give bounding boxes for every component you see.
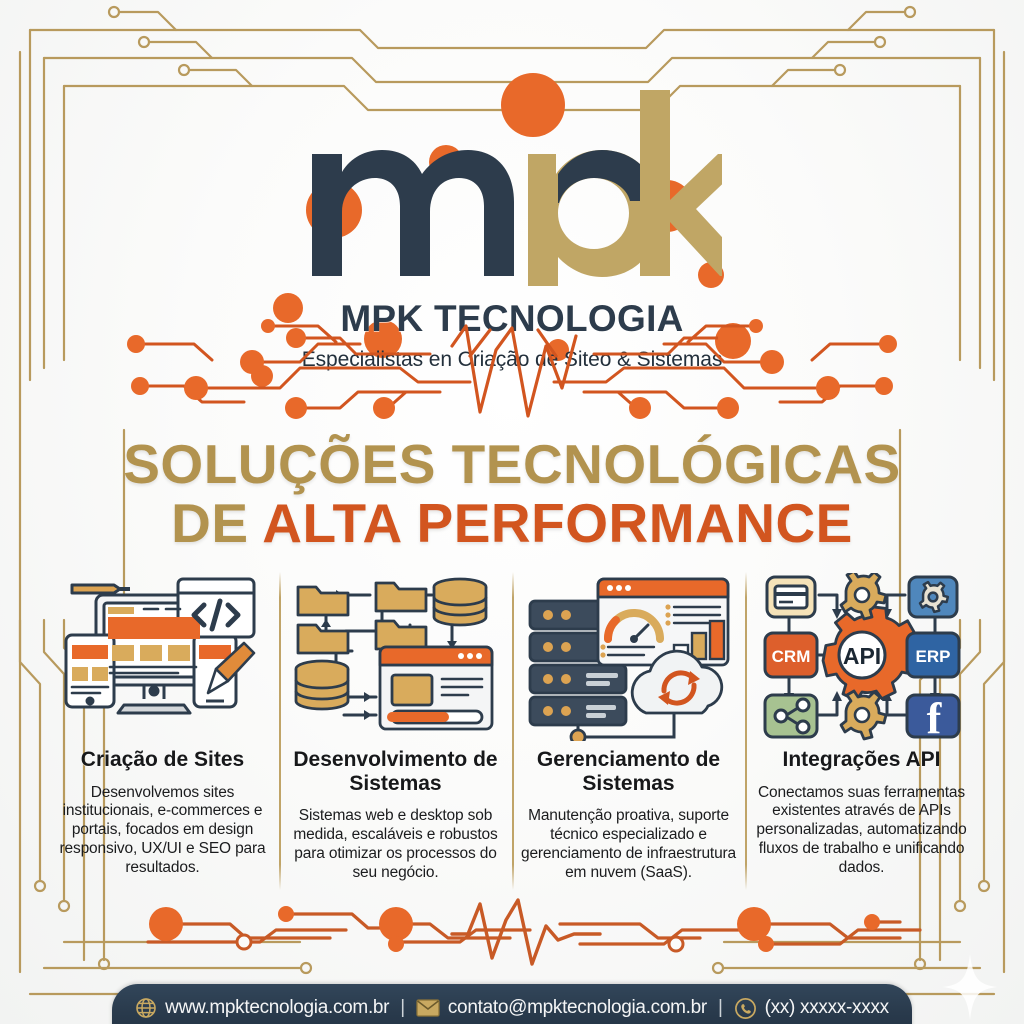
contact-footer-bar: www.mpktecnologia.com.br | contato@mpkte…: [112, 984, 912, 1024]
envelope-icon: [416, 999, 440, 1017]
facebook-icon: f: [926, 694, 942, 741]
whatsapp-icon: [734, 997, 757, 1020]
service-title: Integrações API: [782, 748, 941, 771]
system-flowchart-icon: [292, 568, 500, 746]
service-description: Conectamos suas ferramentas existentes a…: [756, 783, 967, 877]
mpk-logotype: [312, 90, 722, 286]
api-label: API: [842, 643, 880, 669]
footer-phone[interactable]: (xx) xxxxx-xxxx: [764, 997, 890, 1018]
services-row: Criação de Sites Desenvolvemos sites ins…: [46, 568, 978, 916]
orange-circuit-fan-decoration: [127, 319, 897, 419]
mpk-wordmark: [0, 80, 1024, 290]
service-description: Manutenção proativa, suporte técnico esp…: [520, 807, 737, 881]
footer-separator-2: |: [717, 997, 723, 1018]
globe-icon: [135, 997, 157, 1019]
server-cloud-dashboard-icon: [524, 568, 734, 746]
headline-line-1: SOLUÇÕES TECNOLÓGICAS: [123, 433, 901, 495]
website-devices-icon: [58, 568, 268, 746]
service-title: Criação de Sites: [80, 748, 245, 771]
headline-line-2-orange: ALTA PERFORMANCE: [262, 492, 853, 555]
crm-label: CRM: [771, 647, 810, 666]
service-card-integracoes-api[interactable]: API: [745, 568, 978, 916]
service-card-gerenciamento-de-sistemas[interactable]: Gerenciamento de Sistemas Manutenção pro…: [512, 568, 745, 916]
service-card-criacao-de-sites[interactable]: Criação de Sites Desenvolvemos sites ins…: [46, 568, 279, 916]
bottom-circuit-decoration: [146, 898, 922, 966]
service-description: Desenvolvemos sites institucionais, e-co…: [59, 783, 266, 877]
footer-email[interactable]: contato@mpktecnologia.com.br: [447, 997, 707, 1018]
api-integration-icon: API: [759, 568, 965, 746]
headline-line-2: DE ALTA PERFORMANCE: [0, 495, 1024, 551]
page-headline: SOLUÇÕES TECNOLÓGICAS DE ALTA PERFORMANC…: [0, 436, 1024, 551]
footer-website[interactable]: www.mpktecnologia.com.br: [165, 997, 390, 1018]
service-card-desenvolvimento-de-sistemas[interactable]: Desenvolvimento de Sistemas Sistemas web…: [279, 568, 512, 916]
service-title: Gerenciamento de Sistemas: [536, 748, 721, 795]
footer-separator-1: |: [400, 997, 405, 1018]
service-description: Sistemas web e desktop sob medida, escal…: [293, 807, 498, 881]
headline-line-2-gold: DE: [171, 492, 263, 555]
erp-label: ERP: [915, 647, 950, 666]
service-title: Desenvolvimento de Sistemas: [293, 748, 498, 795]
